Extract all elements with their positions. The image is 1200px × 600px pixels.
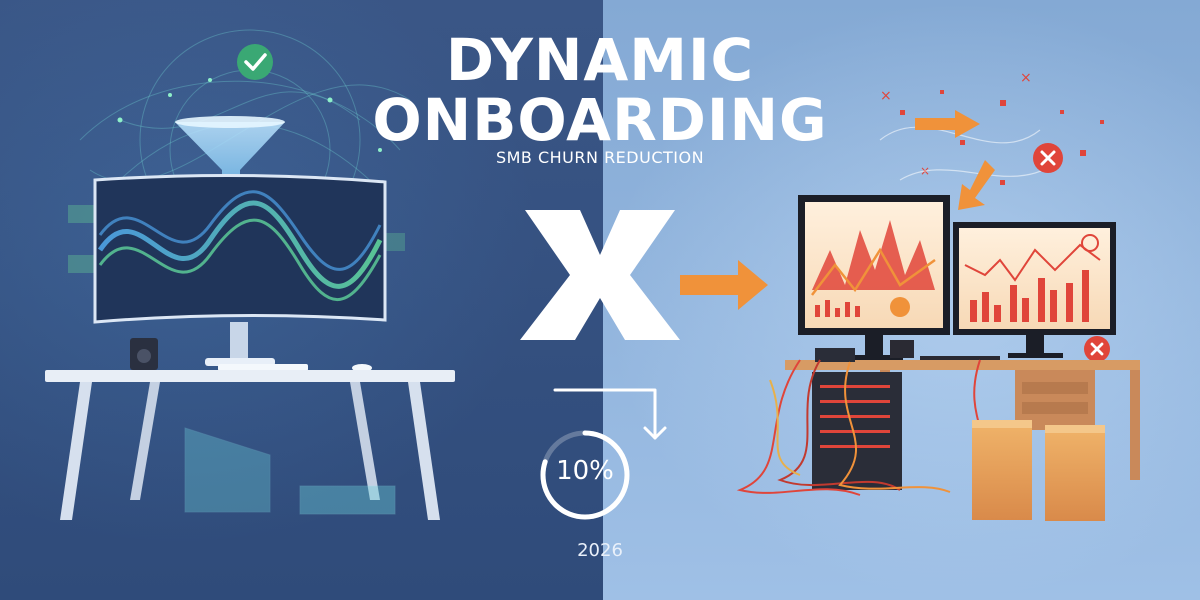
right-monitor-left bbox=[798, 195, 950, 360]
right-keyboard bbox=[920, 356, 1000, 362]
arrow-right-icon bbox=[680, 260, 768, 310]
svg-text:×: × bbox=[1020, 70, 1032, 86]
left-monitor bbox=[93, 173, 387, 366]
funnel-icon bbox=[175, 116, 285, 210]
page-subtitle: SMB CHURN REDUCTION bbox=[495, 148, 705, 167]
percent-progress-ring bbox=[540, 430, 630, 520]
left-glass-blocks bbox=[184, 427, 396, 515]
right-monitor-right bbox=[953, 222, 1116, 358]
x-badge-icon bbox=[1084, 336, 1110, 362]
chaos-lines bbox=[879, 126, 1061, 181]
down-arrow-icon bbox=[553, 388, 667, 440]
server-tower bbox=[812, 348, 902, 490]
svg-text:×: × bbox=[880, 88, 892, 104]
percent-value: 10% bbox=[556, 456, 614, 486]
cardboard-boxes bbox=[972, 420, 1105, 521]
big-x-icon bbox=[520, 210, 680, 340]
left-speaker bbox=[130, 338, 158, 370]
left-desk bbox=[45, 370, 455, 520]
x-badge-icon bbox=[1033, 143, 1063, 173]
pen-cup bbox=[890, 340, 914, 358]
year-label: 2026 bbox=[577, 540, 623, 561]
page-title-line1: DYNAMIC bbox=[445, 26, 755, 94]
page-title-line2: ONBOARDING bbox=[372, 86, 828, 154]
left-keyboard bbox=[218, 364, 308, 371]
check-badge-icon bbox=[237, 44, 273, 80]
orange-arrow-icon bbox=[915, 110, 995, 210]
